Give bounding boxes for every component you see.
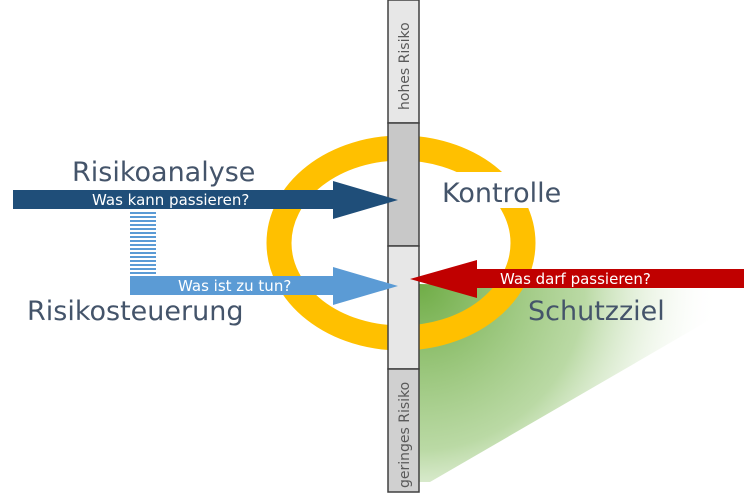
- risikosteuerung-label: Risikosteuerung: [27, 296, 243, 327]
- risikoanalyse-label: Risikoanalyse: [72, 157, 255, 188]
- steuerung-arrow-label: Was ist zu tun?: [178, 277, 291, 295]
- scale-top-label: hohes Risiko: [397, 22, 413, 110]
- schutzziel-arrow-label: Was darf passieren?: [500, 270, 651, 288]
- analyse-arrow: Was kann passieren?: [13, 181, 398, 219]
- analyse-arrow-label: Was kann passieren?: [92, 191, 249, 209]
- scale-bottom-label: geringes Risiko: [397, 382, 413, 488]
- schutzziel-arrow: Was darf passieren?: [410, 260, 744, 298]
- green-target-zone: [419, 284, 744, 482]
- schutzziel-label: Schutzziel: [528, 296, 665, 327]
- hatched-connector: [130, 210, 156, 276]
- risk-scale-bar: hohes Risiko geringes Risiko: [387, 0, 420, 493]
- kontrolle-label: Kontrolle: [442, 178, 561, 209]
- steuerung-arrow: Was ist zu tun?: [130, 267, 398, 305]
